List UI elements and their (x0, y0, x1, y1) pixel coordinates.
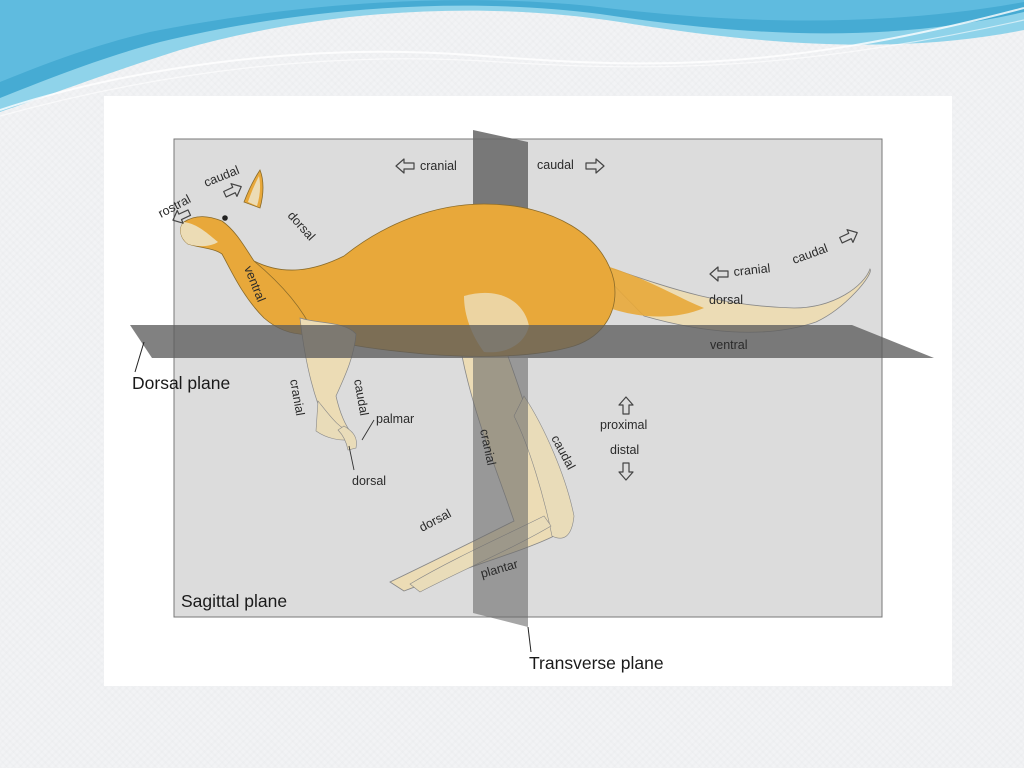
transverse-plane-label: Transverse plane (529, 653, 664, 673)
tail-ventral-label: ventral (710, 338, 748, 352)
arrow-left-icon (172, 209, 192, 224)
arrow-up-icon (618, 396, 634, 415)
distal-label: distal (610, 443, 639, 457)
anatomical-planes-diagram: Dorsal plane Sagittal plane Transverse p… (130, 130, 934, 673)
foreleg-caudal-label: caudal (351, 378, 371, 417)
arrow-right-icon (839, 229, 858, 244)
dorsal-plane-label: Dorsal plane (132, 373, 230, 393)
palmar-leader (361, 419, 375, 441)
proximal-label: proximal (600, 418, 647, 432)
top-cranial-label: cranial (420, 159, 457, 173)
sagittal-plane-label: Sagittal plane (181, 591, 287, 611)
dorsal-plane (130, 325, 934, 358)
tail-cranial-label: cranial (733, 261, 771, 279)
header-wave (0, 0, 1024, 117)
dorsal-plane-leader (134, 341, 145, 373)
arrow-left-icon (709, 266, 729, 282)
arrow-right-icon (585, 158, 605, 174)
paw-dorsal-leader (348, 445, 355, 471)
transverse-plane-lower (473, 358, 528, 627)
foreleg-cranial-label: cranial (287, 378, 307, 417)
figure-panel: Dorsal plane Sagittal plane Transverse p… (104, 96, 952, 686)
transverse-plane-leader (527, 626, 532, 653)
palmar-label: palmar (376, 412, 414, 426)
arrow-down-icon (618, 462, 634, 481)
tail-dorsal-label: dorsal (709, 293, 743, 307)
paw-dorsal-label: dorsal (352, 474, 386, 488)
arrow-right-icon (223, 183, 242, 198)
top-caudal-label: caudal (537, 158, 574, 172)
arrow-left-icon (395, 158, 415, 174)
